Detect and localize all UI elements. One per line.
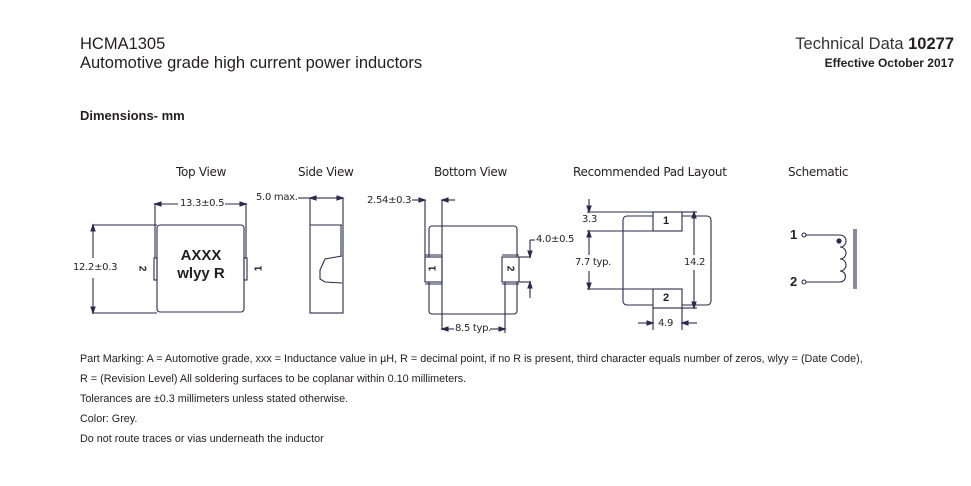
pin2-terminal <box>801 279 807 285</box>
arrowhead <box>527 250 533 259</box>
arrowhead <box>586 229 592 238</box>
bottom-view-pin-2: 2 <box>504 265 516 272</box>
schematic-label: Schematic <box>788 165 849 179</box>
side-height-dimension: 5.0 max. <box>256 192 298 203</box>
side-view-body <box>309 197 344 314</box>
inductor-coil <box>839 234 847 283</box>
product-description: Automotive grade high current power indu… <box>80 54 423 72</box>
part-marking-line2: wlyy R <box>177 265 225 282</box>
product-code: HCMA1305 <box>80 35 166 53</box>
top-view-label: Top View <box>176 165 227 179</box>
bottom-terminal-width-dimension: 2.54±0.3 <box>367 195 412 206</box>
bottom-terminal-height-dimension: 4.0±0.5 <box>536 234 575 245</box>
bottom-view-label: Bottom View <box>434 165 508 179</box>
arrowhead <box>418 197 427 203</box>
technical-data-heading: Technical Data 10277 <box>795 35 954 54</box>
pad-total-dimension: 14.2 <box>684 257 706 268</box>
pad-layout-label: Recommended Pad Layout <box>573 165 727 179</box>
section-title: Dimensions- mm <box>80 108 185 123</box>
effective-date: Effective October 2017 <box>824 56 954 70</box>
bottom-view-terminal-2 <box>501 256 520 283</box>
arrowhead <box>440 197 449 203</box>
arrowhead <box>691 301 697 310</box>
note-revision-coplanar: R = (Revision Level) All soldering surfa… <box>80 373 467 385</box>
arrowhead <box>680 320 689 326</box>
pad-width-dimension: 4.9 <box>658 318 674 329</box>
arrowhead <box>691 210 697 219</box>
side-view-terminal-shape <box>319 255 343 284</box>
top-view-terminal-right <box>243 257 248 281</box>
pad-2-label: 2 <box>663 292 670 304</box>
arrowhead <box>90 306 96 315</box>
pad-layout-drawing <box>586 199 712 330</box>
technical-data-label: Technical Data <box>795 35 904 53</box>
arrowhead <box>527 280 533 289</box>
pad-2 <box>652 288 683 309</box>
technical-data-number: 10277 <box>908 35 954 53</box>
schematic-pin-2: 2 <box>790 274 798 289</box>
arrowhead <box>498 326 507 332</box>
note-part-marking: Part Marking: A = Automotive grade, xxx … <box>80 353 863 365</box>
bottom-view-drawing <box>412 197 535 333</box>
arrowhead <box>586 282 592 291</box>
schematic-pin-1: 1 <box>790 227 798 242</box>
top-view-pin-2: 2 <box>136 265 148 272</box>
bottom-pitch-dimension: 8.5 typ. <box>455 323 492 334</box>
note-tolerances: Tolerances are ±0.3 millimeters unless s… <box>80 393 349 405</box>
pad-1-label: 1 <box>663 215 670 227</box>
arrowhead <box>90 223 96 232</box>
top-view-pin-1: 1 <box>253 265 265 272</box>
arrowhead <box>586 205 592 214</box>
polarity-dot <box>836 238 842 244</box>
bottom-view-pin-1: 1 <box>427 265 439 272</box>
arrowhead <box>646 320 655 326</box>
top-width-dimension: 13.3±0.5 <box>179 198 226 209</box>
pad-gap-dimension: 7.7 typ. <box>575 257 612 268</box>
pin1-terminal <box>801 232 807 238</box>
top-view-drawing <box>90 201 248 315</box>
part-marking-line1: AXXX <box>180 247 222 264</box>
top-height-dimension: 12.2±0.3 <box>73 262 118 273</box>
arrowhead <box>153 201 162 207</box>
pad-1 <box>652 211 683 232</box>
arrowhead <box>440 326 449 332</box>
side-view-label: Side View <box>298 165 354 179</box>
note-routing: Do not route traces or vias underneath t… <box>80 433 324 445</box>
schematic-drawing <box>801 229 857 289</box>
note-color: Color: Grey. <box>80 413 138 425</box>
arrowhead <box>239 201 248 207</box>
pad-height-dimension: 3.3 <box>582 214 598 225</box>
top-view-terminal-left <box>153 257 158 281</box>
side-view-drawing <box>298 195 345 314</box>
